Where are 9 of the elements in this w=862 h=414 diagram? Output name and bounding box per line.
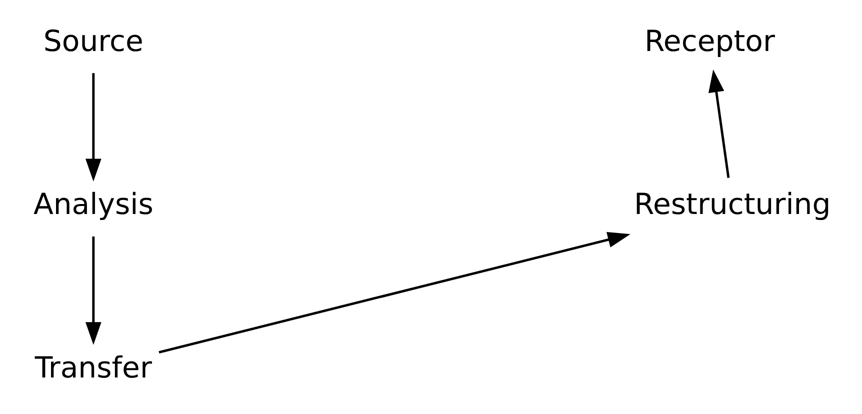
node-text: Receptor <box>644 24 774 58</box>
node-text: Source <box>42 24 143 58</box>
arrow <box>158 232 630 354</box>
node-text: Restructuring <box>634 187 830 222</box>
arrow <box>708 69 730 178</box>
node-text: Transfer <box>34 350 152 384</box>
node-text: Analysis <box>32 187 153 222</box>
arrow <box>84 236 101 345</box>
arrow <box>84 73 101 182</box>
